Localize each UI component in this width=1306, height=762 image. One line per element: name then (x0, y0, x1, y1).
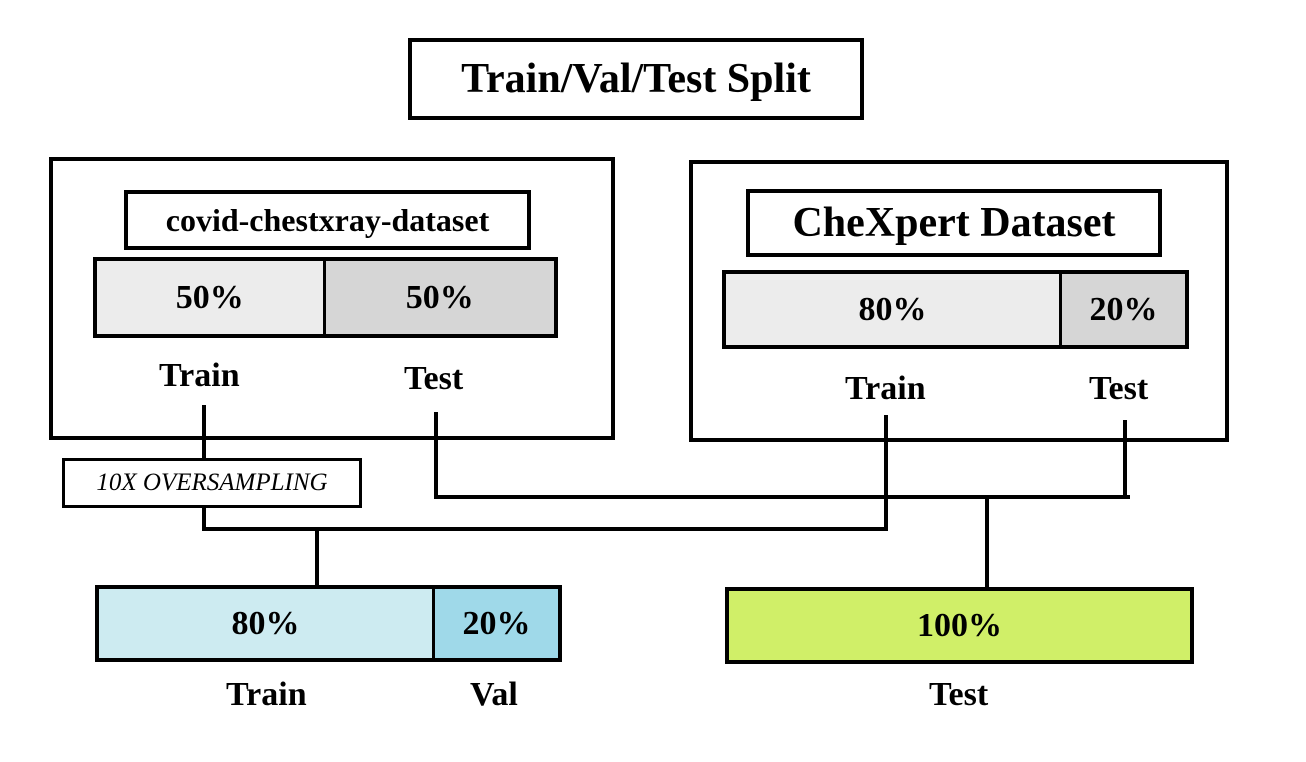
connector-to-final-test (985, 497, 989, 590)
final-train-percent: 80% (231, 604, 300, 642)
connector-train-merge (202, 527, 888, 531)
covid-test-label: Test (404, 360, 464, 397)
connector-covid-test-down (434, 412, 438, 498)
chexpert-split-bar: 80% 20% (722, 270, 1189, 349)
chexpert-dataset-title: CheXpert Dataset (746, 189, 1162, 257)
connector-oversampling-down (202, 506, 206, 531)
final-test-percent: 100% (917, 606, 1002, 644)
connector-chexpert-train-down (884, 415, 888, 531)
chexpert-test-percent: 20% (1089, 290, 1158, 328)
covid-split-bar: 50% 50% (93, 257, 558, 338)
chexpert-train-segment: 80% (726, 274, 1062, 345)
final-test-segment: 100% (729, 591, 1190, 660)
covid-train-percent: 50% (175, 278, 244, 316)
covid-test-percent: 50% (405, 278, 474, 316)
chexpert-test-label: Test (1089, 370, 1149, 407)
chexpert-train-percent: 80% (858, 290, 927, 328)
final-val-percent: 20% (462, 604, 531, 642)
covid-test-segment: 50% (325, 261, 554, 334)
final-test-label: Test (929, 676, 989, 713)
final-train-label: Train (226, 676, 307, 713)
covid-train-label: Train (159, 357, 240, 394)
connector-test-merge (434, 495, 1130, 499)
connector-covid-train-down (202, 405, 206, 460)
diagram-title: Train/Val/Test Split (408, 38, 864, 120)
final-train-segment: 80% (99, 589, 435, 658)
covid-dataset-title: covid-chestxray-dataset (124, 190, 531, 250)
connector-chexpert-test-down (1123, 420, 1127, 499)
oversampling-box: 10X OVERSAMPLING (62, 458, 362, 508)
chexpert-test-segment: 20% (1061, 274, 1185, 345)
final-train-val-bar: 80% 20% (95, 585, 562, 662)
connector-to-final-train (315, 531, 319, 588)
chexpert-train-label: Train (845, 370, 926, 407)
final-test-bar: 100% (725, 587, 1194, 664)
final-val-segment: 20% (434, 589, 558, 658)
final-val-label: Val (470, 676, 518, 713)
covid-train-segment: 50% (97, 261, 326, 334)
